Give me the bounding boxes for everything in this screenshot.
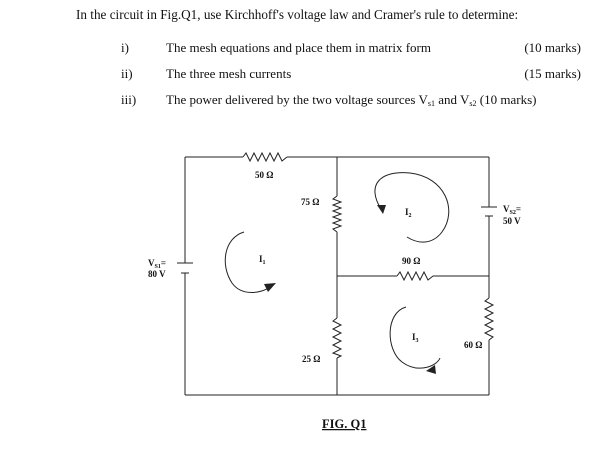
- resistor-50: [242, 151, 288, 163]
- mesh-arrow-i2: [374, 172, 450, 243]
- item-text-3-b: and V: [434, 92, 470, 107]
- label-i1-name: I: [259, 254, 263, 264]
- label-vs1-value: 80 V: [148, 269, 166, 279]
- question-intro: In the circuit in Fig.Q1, use Kirchhoff'…: [76, 7, 519, 22]
- mesh-arrow-i3: [389, 306, 441, 369]
- label-i2: I2: [405, 207, 412, 219]
- item-text-3-sub2: s2: [469, 99, 477, 108]
- item-number-2: ii): [121, 66, 133, 81]
- label-vs2-eq: =: [516, 204, 521, 214]
- label-r-50: 50 Ω: [255, 170, 273, 180]
- label-i3-name: I: [412, 332, 416, 342]
- mesh-arrow-i3-head: [426, 365, 436, 374]
- label-i2-name: I: [405, 207, 409, 217]
- label-i2-sub: 2: [409, 213, 412, 219]
- label-i1-sub: 1: [263, 260, 266, 266]
- item-marks-2: (15 marks): [524, 66, 581, 81]
- resistor-60: [483, 297, 495, 341]
- item-text-3: The power delivered by the two voltage s…: [166, 92, 536, 108]
- label-vs2-name: V: [503, 204, 510, 214]
- item-number-3: iii): [121, 92, 137, 107]
- label-vs2-sub: S2: [510, 210, 516, 216]
- label-vs2: VS2=: [503, 204, 521, 216]
- label-vs1: VS1=: [148, 258, 166, 270]
- figure-caption: FIG. Q1: [322, 417, 366, 431]
- label-r-60: 60 Ω: [464, 340, 482, 350]
- resistor-75: [331, 195, 343, 233]
- item-text-2: The three mesh currents: [166, 66, 292, 81]
- mesh-arrow-i1: [224, 231, 271, 293]
- label-vs1-sub: S1: [155, 264, 161, 270]
- label-r-25: 25 Ω: [302, 354, 320, 364]
- label-vs2-value: 50 V: [503, 216, 521, 226]
- item-text-3-sub1: s1: [427, 99, 435, 108]
- label-i3: I3: [412, 332, 419, 344]
- item-marks-1: (10 marks): [524, 40, 581, 55]
- item-number-1: i): [121, 40, 129, 55]
- label-vs1-eq: =: [161, 258, 166, 268]
- label-vs1-name: V: [148, 258, 155, 268]
- label-i1: I1: [259, 254, 266, 266]
- resistor-25: [331, 317, 343, 359]
- label-r-75: 75 Ω: [301, 197, 319, 207]
- mesh-arrow-i1-head: [264, 283, 276, 292]
- resistor-90: [396, 270, 434, 282]
- mesh-arrow-i2-head: [377, 205, 386, 214]
- label-r-90: 90 Ω: [402, 256, 420, 266]
- item-marks-3: (10 marks): [476, 92, 537, 107]
- item-text-3-a: The power delivered by the two voltage s…: [166, 92, 428, 107]
- label-i3-sub: 3: [416, 338, 419, 344]
- item-text-1: The mesh equations and place them in mat…: [166, 40, 431, 55]
